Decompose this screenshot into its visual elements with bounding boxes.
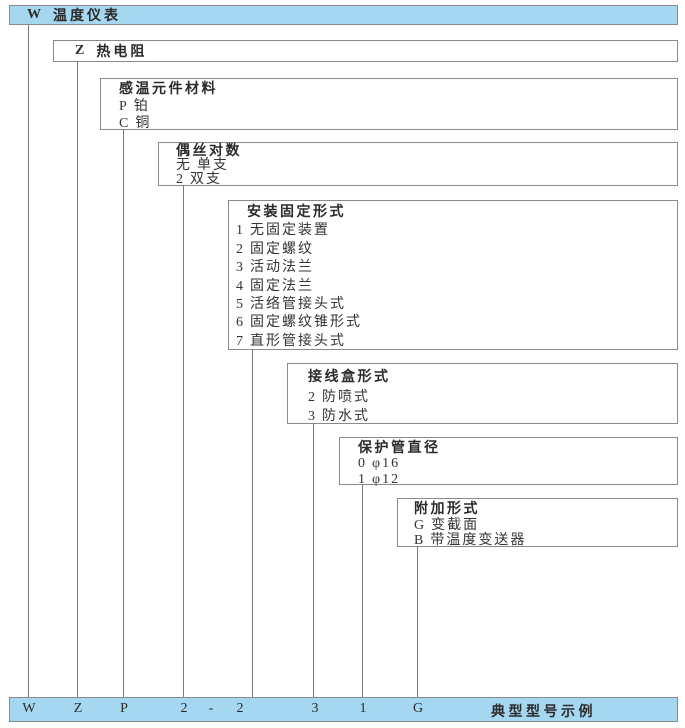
box-junction-box-type: 接线盒形式 2 防喷式 3 防水式 [287,363,678,424]
option-row: B 带温度变送器 [414,533,677,549]
option-row: 7 直形管接头式 [236,333,677,351]
option-row: 1 φ12 [358,472,677,487]
box-thermal-resistance: Z 热电阻 [53,40,678,62]
option-label: 固定法兰 [250,278,314,294]
connector-line [77,61,78,697]
model-code-char: 1 [359,701,367,716]
option-code: 3 [236,260,243,276]
option-code: 1 [358,471,365,487]
option-label: 固定螺纹锥形式 [250,315,362,331]
box-protect-tube-diameter: 保护管直径 0 φ16 1 φ12 [339,437,678,487]
box-title: 附加形式 [414,502,480,517]
box-temperature-instrument: W 温度仪表 [9,5,678,25]
bar-caption: 典型型号示例 [491,705,596,720]
option-label: 活动法兰 [250,260,314,276]
option-row: 6 固定螺纹锥形式 [236,314,677,332]
model-code-char: W [22,701,36,716]
option-code: 2 [236,241,243,257]
option-row: 5 活络管接头式 [236,296,677,314]
option-row: G 变截面 [414,518,677,534]
option-row: 3 防水式 [308,407,677,427]
box-additional-type: 附加形式 G 变截面 B 带温度变送器 [397,498,678,549]
connector-line [123,129,124,697]
option-label: 活络管接头式 [250,297,346,313]
model-code-char: P [120,701,128,716]
option-code: 1 [236,223,243,239]
option-label: 变截面 [431,517,480,533]
connector-line [183,185,184,697]
option-code: B [414,533,424,548]
option-code: 3 [308,409,315,424]
option-label: 防喷式 [322,389,370,405]
option-code: P [119,99,127,114]
option-row: 无单支 [176,157,677,173]
option-label: 单支 [197,157,229,173]
option-row: 2 双支 [176,171,677,187]
connector-line [313,423,314,697]
connector-line [417,546,418,697]
option-code: 7 [236,333,243,349]
box-title: 接线盒形式 [308,370,391,385]
box-title: 保护管直径 [358,441,441,456]
connector-line [252,349,253,697]
option-code: 0 [358,456,365,472]
option-row: 3 活动法兰 [236,259,677,277]
option-row: 2 固定螺纹 [236,241,677,259]
box-title: 温度仪表 [53,9,121,24]
option-code: 6 [236,315,243,331]
option-code: G [414,517,425,533]
box-title: 偶丝对数 [176,144,242,159]
option-label: φ16 [372,456,401,472]
model-example-bar: W Z P 2 - 2 3 1 G 典型型号示例 [9,697,678,722]
box-title: 安装固定形式 [247,205,346,220]
model-code-char: Z [73,701,83,716]
option-label: 双支 [190,171,222,187]
option-label: 铂 [133,99,150,114]
connector-line [28,24,29,697]
model-code-char: 2 [180,701,188,716]
code-letter: Z [75,43,85,58]
code-letter: W [27,7,41,22]
option-code: 无 [176,157,190,173]
option-code: 2 [176,171,183,187]
connector-line [362,484,363,697]
option-code: 5 [236,297,243,313]
option-label: φ12 [372,471,401,487]
option-label: 固定螺纹 [250,241,314,257]
box-title: 感温元件材料 [119,82,218,97]
model-code-char: G [412,701,424,716]
option-label: 防水式 [322,409,370,424]
box-wire-pairs: 偶丝对数 无单支 2 双支 [158,142,678,186]
model-code-char: - [208,701,214,716]
option-label: 直形管接头式 [250,333,346,349]
option-code: 4 [236,278,243,294]
option-label: 带温度变送器 [430,533,527,548]
option-code: C [119,116,129,131]
model-code-char: 2 [236,701,244,716]
option-row: 1 无固定装置 [236,222,677,240]
option-label: 无固定装置 [250,223,330,239]
option-row: 2 防喷式 [308,388,677,408]
option-code: 2 [308,389,315,405]
option-label: 铜 [135,116,152,131]
option-row: 4 固定法兰 [236,278,677,296]
box-title: 热电阻 [96,45,148,60]
model-code-char: 3 [311,701,319,716]
option-row: 0 φ16 [358,456,677,471]
